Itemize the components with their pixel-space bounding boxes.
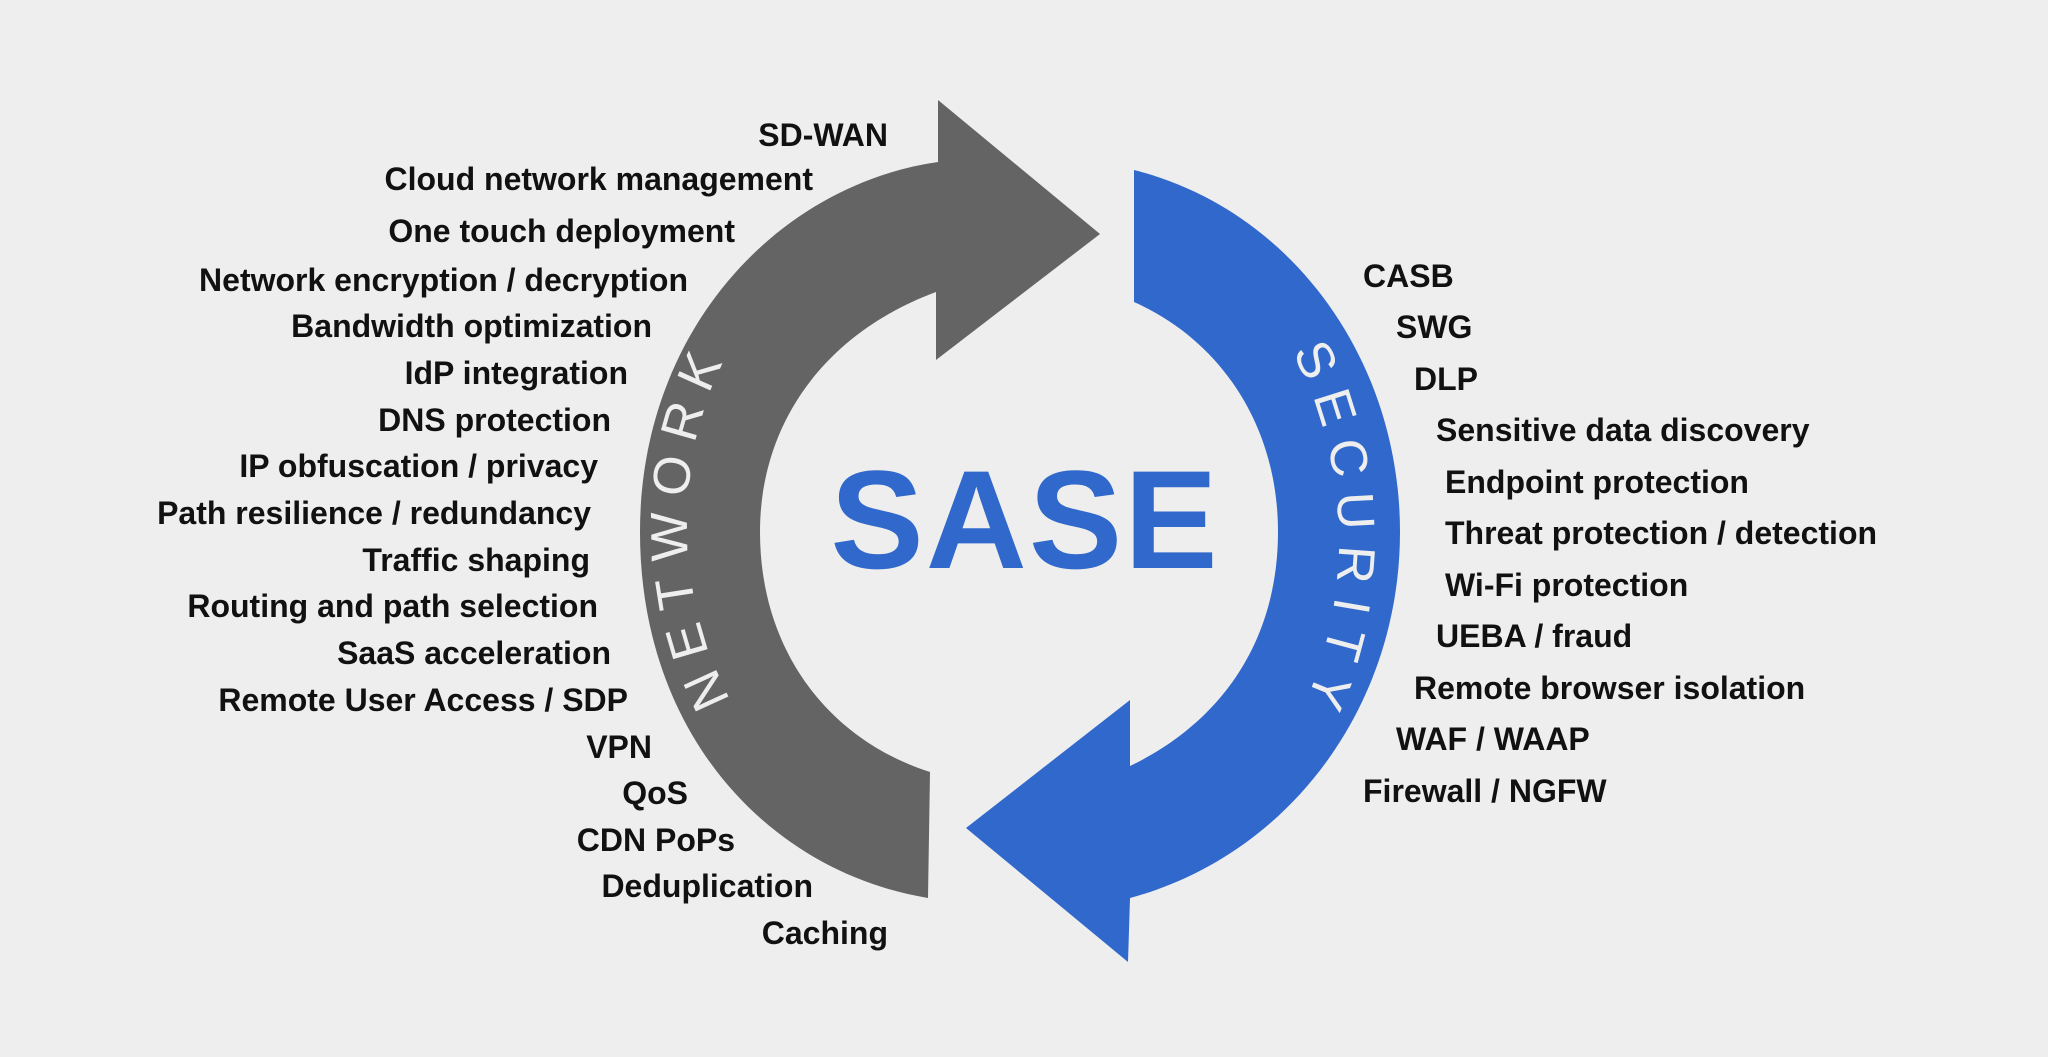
network-item: VPN	[586, 729, 652, 765]
security-item: Firewall / NGFW	[1363, 773, 1607, 809]
security-item: UEBA / fraud	[1436, 618, 1633, 654]
security-item: DLP	[1414, 361, 1478, 397]
network-arrow	[640, 100, 1100, 898]
network-item: Path resilience / redundancy	[157, 495, 591, 531]
network-item: SD-WAN	[758, 117, 888, 153]
network-item: Caching	[761, 915, 888, 951]
diagram-title: SASE	[830, 441, 1220, 598]
security-item: Endpoint protection	[1445, 464, 1749, 500]
security-item: Wi-Fi protection	[1445, 567, 1689, 603]
network-item: Remote User Access / SDP	[218, 682, 628, 718]
network-item: CDN PoPs	[576, 822, 735, 858]
network-item: QoS	[622, 775, 688, 811]
network-item: One touch deployment	[388, 213, 735, 249]
security-item: SWG	[1396, 309, 1473, 345]
network-item: Routing and path selection	[187, 588, 598, 624]
network-item: SaaS acceleration	[337, 635, 611, 671]
security-arrow	[966, 170, 1400, 962]
network-item: IdP integration	[404, 355, 628, 391]
network-item: IP obfuscation / privacy	[239, 448, 598, 484]
network-item: Network encryption / decryption	[199, 262, 688, 298]
network-item: Deduplication	[601, 868, 813, 904]
security-item: Remote browser isolation	[1414, 670, 1806, 706]
network-item: DNS protection	[378, 402, 611, 438]
network-item: Cloud network management	[384, 161, 814, 197]
security-item: Sensitive data discovery	[1436, 412, 1810, 448]
security-item: CASB	[1363, 258, 1454, 294]
network-item: Traffic shaping	[362, 542, 590, 578]
security-item: Threat protection / detection	[1445, 515, 1878, 551]
security-item: WAF / WAAP	[1396, 721, 1590, 757]
network-item: Bandwidth optimization	[291, 308, 652, 344]
